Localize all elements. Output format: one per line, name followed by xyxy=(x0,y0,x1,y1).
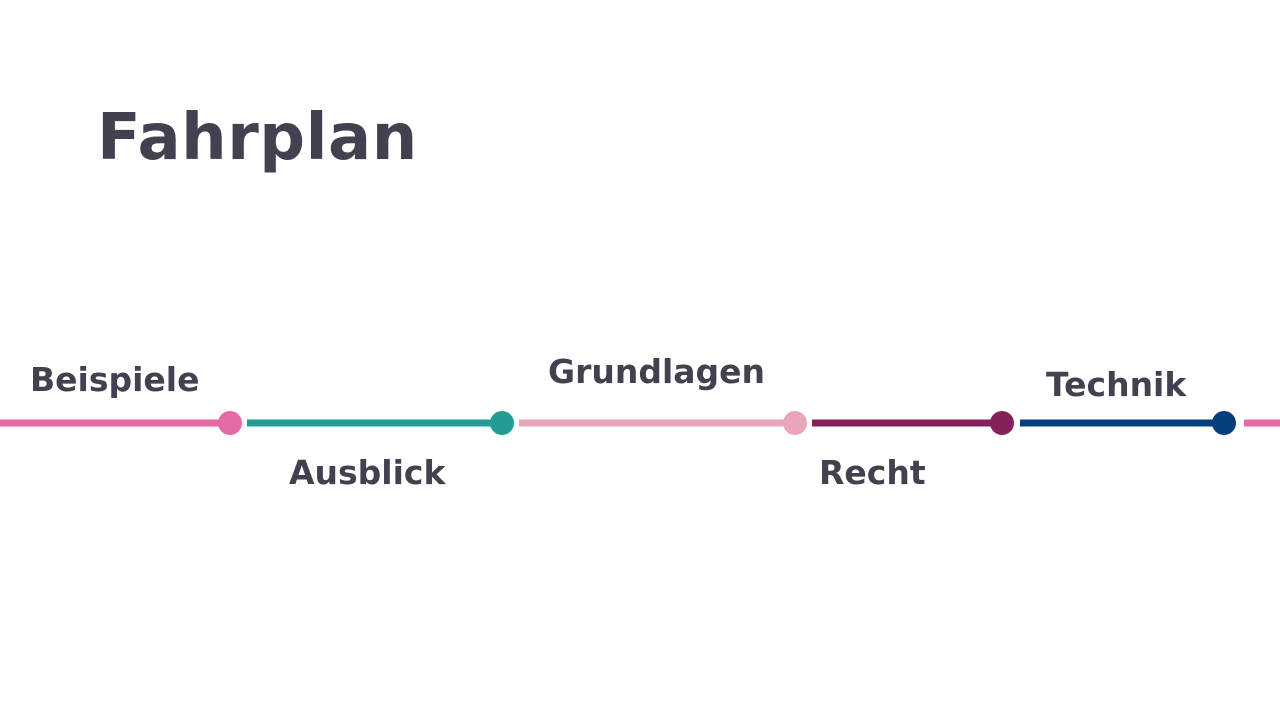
timeline-node-technik xyxy=(1212,411,1236,435)
slide-title: Fahrplan xyxy=(97,101,418,175)
timeline-node-recht xyxy=(990,411,1014,435)
stage-label-recht: Recht xyxy=(819,453,926,492)
timeline-node-grundlagen xyxy=(783,411,807,435)
timeline-node-ausblick xyxy=(490,411,514,435)
stage-label-beispiele: Beispiele xyxy=(30,360,200,399)
stage-label-technik: Technik xyxy=(1046,365,1187,404)
timeline-node-beispiele xyxy=(218,411,242,435)
stage-label-ausblick: Ausblick xyxy=(289,453,446,492)
stage-label-grundlagen: Grundlagen xyxy=(548,352,766,391)
